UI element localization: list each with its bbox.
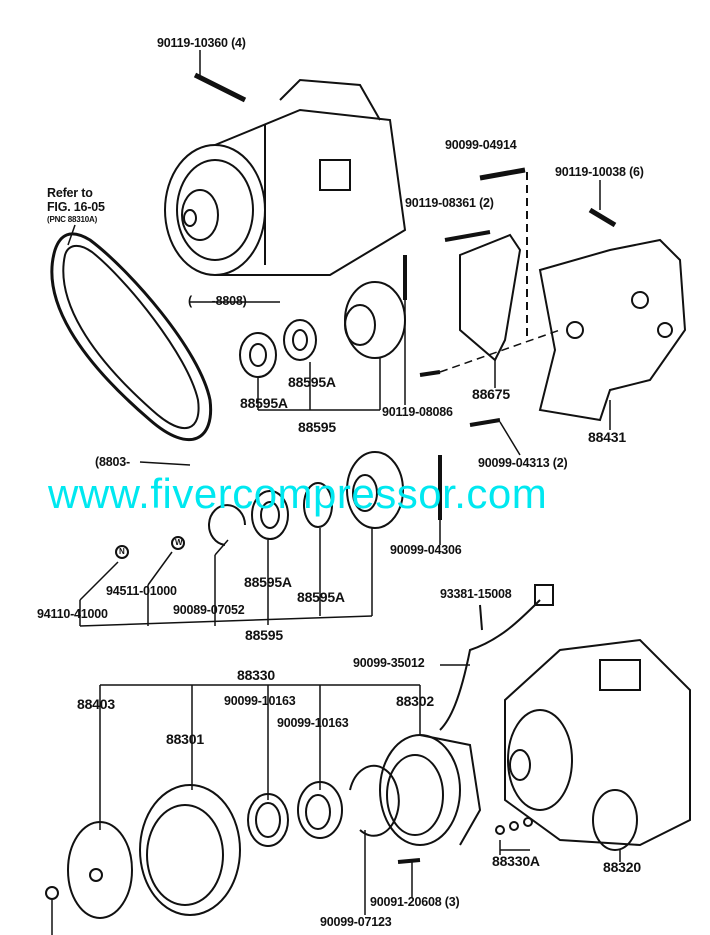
label-90089-07052: 90089-07052 — [173, 603, 245, 617]
bracket-88431 — [538, 238, 687, 422]
compressor-upper — [164, 78, 407, 276]
label-88595A: 88595A — [244, 574, 292, 590]
pulley-lower-set — [115, 451, 404, 559]
label-90099-04914: 90099-04914 — [445, 138, 517, 152]
nut-mark-n: N — [119, 547, 125, 556]
label-88320: 88320 — [603, 859, 641, 875]
label-90099-04313: 90099-04313 (2) — [478, 456, 568, 470]
label-90091-20608: 90091-20608 (3) — [370, 895, 460, 909]
label-90099-10163: 90099-10163 — [224, 694, 296, 708]
label-90119-10360: 90119-10360 (4) — [157, 36, 246, 50]
bolt-90119-10360 — [193, 72, 247, 103]
label-88330A: 88330A — [492, 853, 540, 869]
label-94110-41000: 94110-41000 — [37, 607, 108, 621]
label-90119-10038: 90119-10038 (6) — [555, 165, 644, 179]
label-90099-07123: 90099-07123 — [320, 915, 392, 929]
label-88302: 88302 — [396, 693, 434, 709]
clutch-assembly — [45, 734, 533, 919]
label-88595A: 88595A — [288, 374, 336, 390]
compressor-lower — [504, 638, 691, 851]
label-88595A: 88595A — [297, 589, 345, 605]
label-88431: 88431 — [588, 429, 626, 445]
refer-line1: Refer to — [47, 186, 93, 200]
watermark: www.fivercompressor.com — [48, 470, 548, 517]
bracket-88675 — [459, 233, 522, 362]
label-90119-08086: 90119-08086 — [382, 405, 453, 419]
refer-line2: FIG. 16-05 — [47, 200, 105, 214]
label-range-8808: ( -8808) — [188, 294, 247, 308]
label-88675: 88675 — [472, 386, 510, 402]
label-93381-15008: 93381-15008 — [440, 587, 512, 601]
label-90099-04306: 90099-04306 — [390, 543, 462, 557]
refer-line3: (PNC 88310A) — [47, 215, 98, 224]
label-90099-35012: 90099-35012 — [353, 656, 425, 670]
label-94511-01000: 94511-01000 — [106, 584, 177, 598]
washer-mark-w: W — [175, 538, 183, 547]
label-range-8803: (8803- — [95, 455, 130, 469]
label-88301: 88301 — [166, 731, 204, 747]
label-88403: 88403 — [77, 696, 115, 712]
wire-harness — [439, 599, 541, 731]
label-88595: 88595 — [245, 627, 283, 643]
label-90119-08361: 90119-08361 (2) — [405, 196, 494, 210]
label-88595A: 88595A — [240, 395, 288, 411]
label-88330: 88330 — [237, 667, 275, 683]
label-90099-10163: 90099-10163 — [277, 716, 349, 730]
drive-belt — [50, 232, 213, 442]
label-88595: 88595 — [298, 419, 336, 435]
